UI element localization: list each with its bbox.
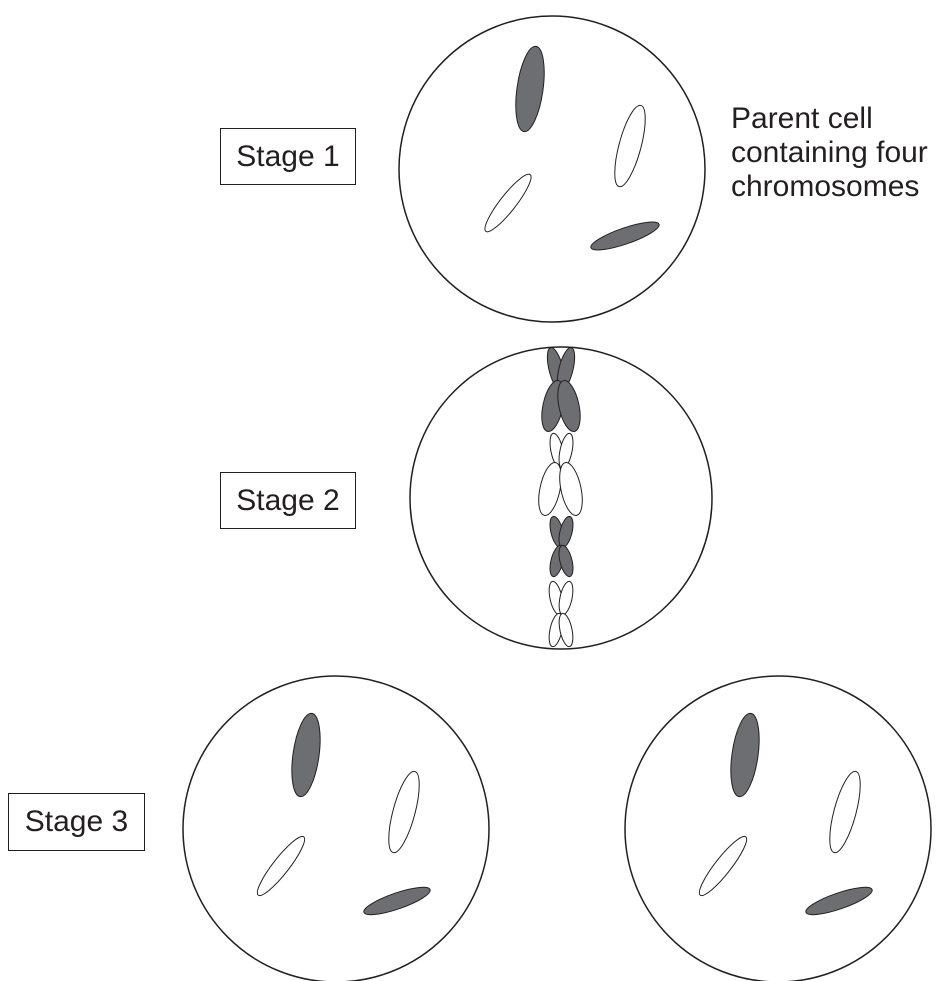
caption-line: chromosomes: [731, 170, 928, 204]
stage-2-cell: [410, 346, 712, 649]
caption-line: Parent cell: [731, 102, 928, 136]
cell-membrane: [625, 676, 931, 981]
parent-cell-caption: Parent cell containing four chromosomes: [731, 102, 928, 204]
cell-membrane: [183, 676, 489, 981]
stage-2-label: Stage 2: [220, 472, 356, 529]
cell-membrane: [399, 16, 705, 322]
stage-3-daughter-cell-left: [183, 676, 489, 981]
stage-3-daughter-cell-right: [625, 676, 931, 981]
stage-3-label: Stage 3: [8, 793, 145, 851]
stage-1-parent-cell: [399, 16, 705, 322]
caption-line: containing four: [731, 136, 928, 170]
stage-1-label: Stage 1: [220, 128, 356, 185]
